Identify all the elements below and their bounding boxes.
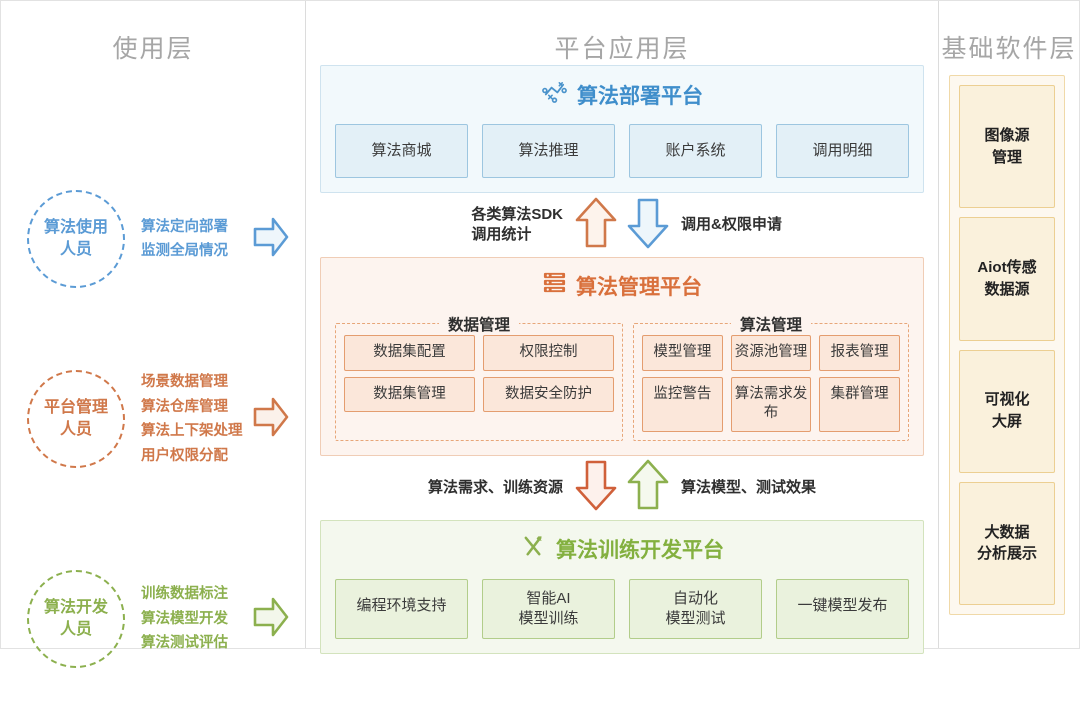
train-item-one-click-publish[interactable]: 一键模型发布 — [776, 578, 909, 640]
manage-group-algorithm: 算法管理 模型管理 资源池管理 报表管理 监控警告 算法需求发布 集群管理 — [633, 313, 909, 441]
right-arrow-icon — [251, 215, 291, 264]
deploy-platform-panel: 算法部署平台 算法商城 算法推理 账户系统 调用明细 — [320, 65, 924, 194]
role-task: 算法测试评估 — [141, 635, 228, 652]
architecture-diagram: 使用层 算法使用 人员 算法定向部署 监测全局情况 — [0, 0, 1080, 668]
manage-data-row: 数据集配置 权限控制 — [344, 335, 614, 371]
connector-band-top: 各类算法SDK 调用统计 调用&权限申请 — [320, 193, 924, 257]
manage-item-dataset-management[interactable]: 数据集管理 — [344, 376, 475, 413]
manage-item-dataset-config[interactable]: 数据集配置 — [344, 335, 475, 371]
role-item-algorithm-user: 算法使用 人员 算法定向部署 监测全局情况 — [1, 190, 305, 288]
deploy-item-algorithm-mall[interactable]: 算法商城 — [335, 124, 468, 179]
down-arrow-icon — [573, 458, 619, 517]
role-name-line-2: 人员 — [59, 241, 92, 258]
up-arrow-icon — [625, 458, 671, 517]
role-item-platform-admin: 平台管理 人员 场景数据管理 算法仓库管理 算法上下架处理 用户权限分配 — [1, 370, 305, 468]
connector-down-label: 调用&权限申请 — [681, 216, 782, 234]
infra-item-image-source[interactable]: 图像源 管理 — [959, 85, 1055, 209]
connector-up-group: 各类算法SDK 调用统计 — [334, 196, 619, 255]
manage-group-algorithm-grid: 模型管理 资源池管理 报表管理 监控警告 算法需求发布 集群管理 — [642, 335, 901, 432]
train-platform-items: 编程环境支持 智能AI 模型训练 自动化 模型测试 一键模型发布 — [335, 578, 909, 640]
manage-algorithm-row: 模型管理 资源池管理 报表管理 — [642, 335, 901, 371]
infra-item-bigdata-analysis[interactable]: 大数据 分析展示 — [959, 481, 1055, 605]
right-arrow-icon — [251, 595, 291, 644]
infra-item-visualization-screen[interactable]: 可视化 大屏 — [959, 349, 1055, 473]
deploy-platform-title: 算法部署平台 — [577, 84, 703, 108]
connector-down-label-bottom: 算法需求、训练资源 — [427, 478, 563, 496]
up-arrow-icon — [573, 196, 619, 255]
role-list: 算法使用 人员 算法定向部署 监测全局情况 平台管理 人员 — [1, 65, 305, 712]
deploy-platform-items: 算法商城 算法推理 账户系统 调用明细 — [335, 124, 909, 179]
manage-algorithm-row: 监控警告 算法需求发布 集群管理 — [642, 376, 901, 432]
role-task: 监测全局情况 — [141, 243, 228, 259]
manage-group-algorithm-label: 算法管理 — [730, 313, 812, 336]
manage-group-data-label: 数据管理 — [438, 313, 520, 336]
connector-down-group: 调用&权限申请 — [625, 196, 910, 255]
role-tasks-algorithm-developer: 训练数据标注 算法模型开发 算法测试评估 — [141, 582, 251, 656]
down-arrow-icon — [625, 196, 671, 255]
connector-up-label: 各类算法SDK 调用统计 — [471, 206, 563, 244]
infra-item-aiot-sensor[interactable]: Aiot传感 数据源 — [959, 217, 1055, 341]
role-task: 算法定向部署 — [141, 218, 228, 235]
manage-platform-title: 算法管理平台 — [576, 275, 702, 299]
connector-up-label-bottom: 算法模型、测试效果 — [681, 478, 817, 496]
role-circle-algorithm-developer: 算法开发 人员 — [27, 570, 125, 668]
role-item-algorithm-developer: 算法开发 人员 训练数据标注 算法模型开发 算法测试评估 — [1, 570, 305, 668]
platform-panels: 算法部署平台 算法商城 算法推理 账户系统 调用明细 各类算法SDK 调用统计 — [306, 65, 938, 655]
manage-platform-header: 算法管理平台 — [335, 270, 909, 301]
manage-item-permission-control[interactable]: 权限控制 — [483, 335, 614, 371]
deploy-item-call-details[interactable]: 调用明细 — [776, 124, 909, 179]
role-tasks-platform-admin: 场景数据管理 算法仓库管理 算法上下架处理 用户权限分配 — [141, 370, 251, 468]
train-platform-header: 算法训练开发平台 — [335, 533, 909, 566]
manage-item-monitoring-alert[interactable]: 监控警告 — [642, 376, 723, 432]
connector-up-group-bottom: 算法模型、测试效果 — [625, 458, 910, 517]
right-arrow-icon — [251, 395, 291, 444]
manage-data-row: 数据集管理 数据安全防护 — [344, 376, 614, 413]
role-task: 场景数据管理 — [141, 374, 228, 390]
manage-item-report-management[interactable]: 报表管理 — [819, 335, 901, 371]
server-rack-icon — [542, 270, 567, 301]
strategy-nodes-icon — [541, 78, 568, 111]
deploy-item-algorithm-inference[interactable]: 算法推理 — [482, 124, 615, 179]
manage-item-model-management[interactable]: 模型管理 — [642, 335, 723, 371]
role-circle-platform-admin: 平台管理 人员 — [27, 370, 125, 468]
train-item-ai-model-training[interactable]: 智能AI 模型训练 — [482, 578, 615, 640]
role-circle-algorithm-user: 算法使用 人员 — [27, 190, 125, 288]
manage-group-data: 数据管理 数据集配置 权限控制 数据集管理 数据安全防护 — [335, 313, 623, 441]
infra-layer-title: 基础软件层 — [941, 35, 1077, 63]
role-name-line-1: 算法使用 — [43, 219, 108, 237]
users-layer-column: 使用层 算法使用 人员 算法定向部署 监测全局情况 — [1, 1, 306, 668]
role-name-line-1: 平台管理 — [43, 399, 108, 417]
users-layer-title: 使用层 — [112, 35, 194, 63]
deploy-item-account-system[interactable]: 账户系统 — [629, 124, 762, 179]
role-name-line-2: 人员 — [59, 621, 92, 638]
infra-layer-column: 基础软件层 图像源 管理 Aiot传感 数据源 可视化 大屏 大数据 分析展示 — [939, 1, 1079, 648]
infra-box-frame: 图像源 管理 Aiot传感 数据源 可视化 大屏 大数据 分析展示 — [949, 75, 1065, 615]
role-task: 用户权限分配 — [141, 447, 228, 464]
manage-item-data-security[interactable]: 数据安全防护 — [483, 376, 614, 413]
role-name-line-2: 人员 — [59, 421, 92, 438]
manage-platform-panel: 算法管理平台 数据管理 数据集配置 权限控制 数据集管理 数据安全防护 — [320, 257, 924, 456]
manage-item-resource-pool[interactable]: 资源池管理 — [730, 335, 812, 371]
connector-band-bottom: 算法需求、训练资源 算法模型、测试效果 — [320, 456, 924, 520]
role-task: 算法上下架处理 — [141, 423, 243, 439]
role-name-line-1: 算法开发 — [43, 599, 108, 617]
deploy-platform-header: 算法部署平台 — [335, 78, 909, 111]
manage-platform-groups: 数据管理 数据集配置 权限控制 数据集管理 数据安全防护 — [335, 313, 909, 441]
manage-item-requirement-publish[interactable]: 算法需求发布 — [730, 376, 812, 432]
role-task: 算法模型开发 — [141, 610, 228, 627]
manage-item-cluster-management[interactable]: 集群管理 — [819, 376, 901, 432]
tools-icon — [520, 533, 547, 566]
train-platform-title: 算法训练开发平台 — [556, 539, 724, 563]
role-tasks-algorithm-user: 算法定向部署 监测全局情况 — [141, 215, 251, 264]
platform-layer-column: 平台应用层 — [306, 1, 939, 655]
role-task: 算法仓库管理 — [141, 398, 228, 415]
platform-layer-title: 平台应用层 — [554, 35, 690, 63]
role-task: 训练数据标注 — [141, 586, 228, 603]
connector-down-group-bottom: 算法需求、训练资源 — [334, 458, 619, 517]
train-item-automated-model-test[interactable]: 自动化 模型测试 — [629, 578, 762, 640]
manage-group-data-grid: 数据集配置 权限控制 数据集管理 数据安全防护 — [344, 335, 614, 413]
train-item-programming-env[interactable]: 编程环境支持 — [335, 578, 468, 640]
train-platform-panel: 算法训练开发平台 编程环境支持 智能AI 模型训练 自动化 模型测试 一键模型发… — [320, 519, 924, 655]
